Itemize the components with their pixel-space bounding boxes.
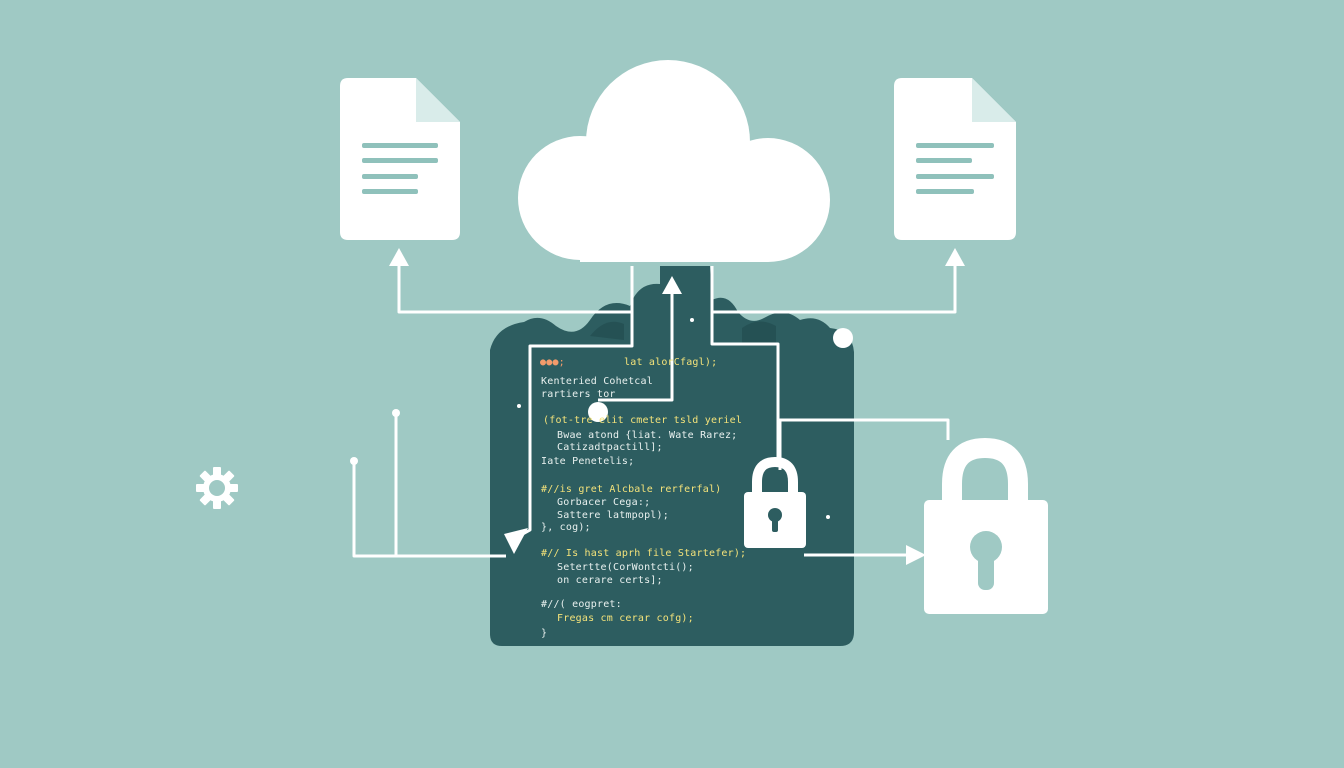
document-icon (894, 78, 1016, 240)
arrow-icon (389, 248, 409, 266)
code-line: } (541, 628, 548, 639)
code-line: Catizadtpactill]; (557, 442, 663, 453)
code-line: Bwae atond {liat. Wate Rarez; (557, 430, 738, 441)
code-line: #//is gret Alcbale rerferfal) (541, 484, 722, 495)
code-line: lat alorCfagl); (624, 357, 718, 368)
arrow-icon (504, 528, 528, 554)
sparkle-dot (690, 318, 694, 322)
arrow-icon (906, 545, 926, 565)
arrow-icon (662, 276, 682, 294)
sparkle-dot (826, 515, 830, 519)
window-dots: ●●●; (540, 357, 565, 368)
connector-center (598, 292, 674, 402)
connector-small-lock (710, 312, 780, 460)
arrow-icon (945, 248, 965, 266)
connector-left-outer (352, 462, 506, 558)
arrowheads (389, 248, 965, 565)
connector-right-doc (710, 262, 957, 314)
code-line: on cerare certs]; (557, 575, 663, 586)
connector-left-doc (397, 262, 634, 314)
connector-lock-loop (778, 418, 950, 470)
code-line: #// Is hast aprh file Startefer); (541, 548, 747, 559)
sparkle-dot (517, 404, 521, 408)
node-dot (588, 402, 608, 422)
document-icon (340, 78, 460, 240)
node-dot (833, 328, 853, 348)
code-line: (fot-tre elit cmeter tsld yeriel (543, 415, 743, 426)
code-line: Sattere latmpopl); (557, 510, 669, 521)
code-line: Iate Penetelis; (541, 456, 635, 467)
code-line: Kenteried Cohetcal (541, 376, 653, 387)
code-line: rartiers tor (541, 389, 616, 400)
code-line: Setertte(CorWontcti(); (557, 562, 694, 573)
gear-icon (196, 467, 238, 509)
code-line: Fregas cm cerar cofg); (557, 613, 694, 624)
code-line: }, cog); (541, 522, 591, 533)
code-line: Gorbacer Cega:; (557, 497, 651, 508)
node-dot-small (392, 409, 400, 417)
node-dot-small (350, 457, 358, 465)
connector-nodes (350, 318, 853, 519)
code-panel (490, 266, 854, 646)
code-line: #//( eogpret: (541, 599, 622, 610)
cloud-icon (518, 60, 830, 262)
padlock-icon (744, 456, 806, 548)
padlock-icon (924, 437, 1048, 614)
